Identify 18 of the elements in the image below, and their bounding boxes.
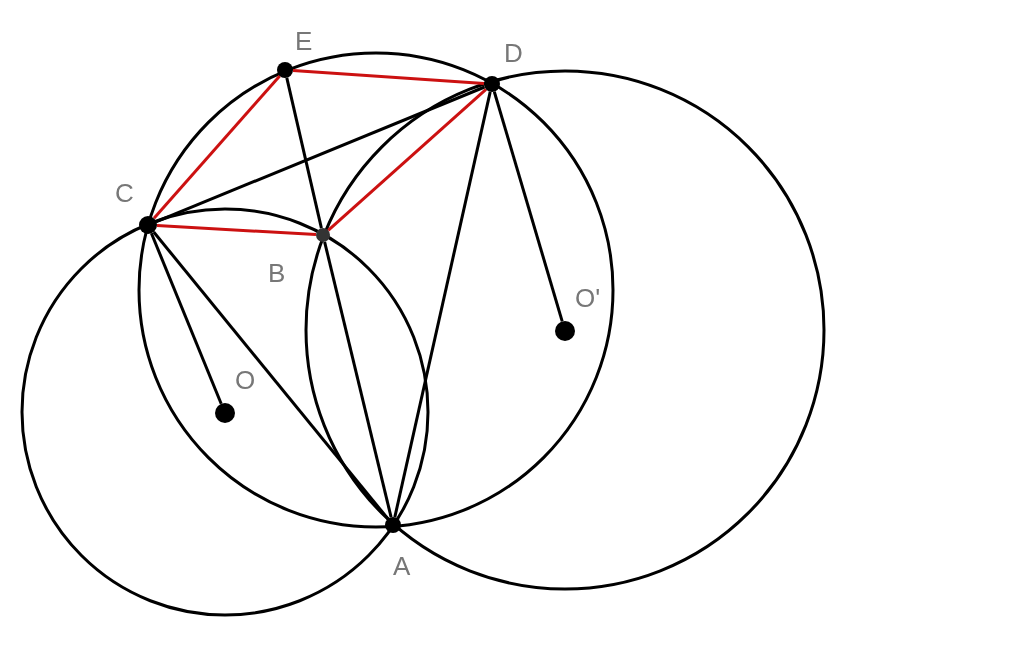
- point-label: E: [295, 28, 313, 54]
- line-segment: [152, 231, 390, 520]
- point-label: B: [268, 260, 286, 286]
- line-segment: [393, 91, 492, 518]
- line-segment: [156, 224, 317, 237]
- line-segment: [492, 91, 564, 322]
- line-segment: [155, 85, 486, 223]
- point-label: D: [504, 40, 523, 66]
- line-segment: [327, 88, 487, 232]
- line-segment: [323, 241, 393, 518]
- line-segment: [292, 69, 485, 85]
- point-label: O: [235, 367, 256, 393]
- line-segment: [152, 75, 281, 220]
- line-segment: [285, 77, 323, 229]
- point-label: C: [115, 180, 134, 206]
- line-segment: [150, 232, 223, 405]
- point-label: O': [575, 285, 601, 311]
- point-label: A: [393, 553, 411, 579]
